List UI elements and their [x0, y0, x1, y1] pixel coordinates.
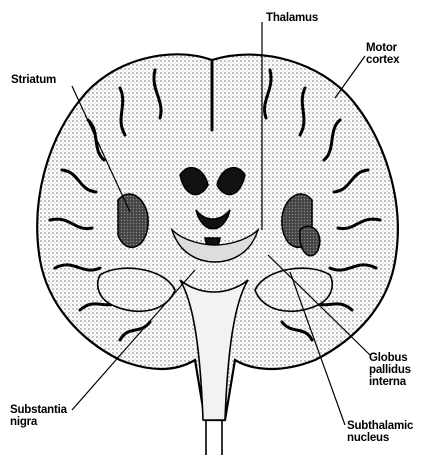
leader-motor-cortex [335, 56, 365, 98]
label-striatum: Striatum [11, 74, 56, 86]
label-substantia-nigra: Substantia nigra [10, 404, 67, 428]
label-globus-pallidus: Globus pallidus interna [369, 352, 411, 388]
label-thalamus: Thalamus [266, 12, 318, 24]
brainstem [180, 280, 248, 455]
label-subthalamic-nucleus: Subthalamic nucleus [347, 420, 413, 444]
label-motor-cortex: Motor cortex [366, 42, 399, 66]
